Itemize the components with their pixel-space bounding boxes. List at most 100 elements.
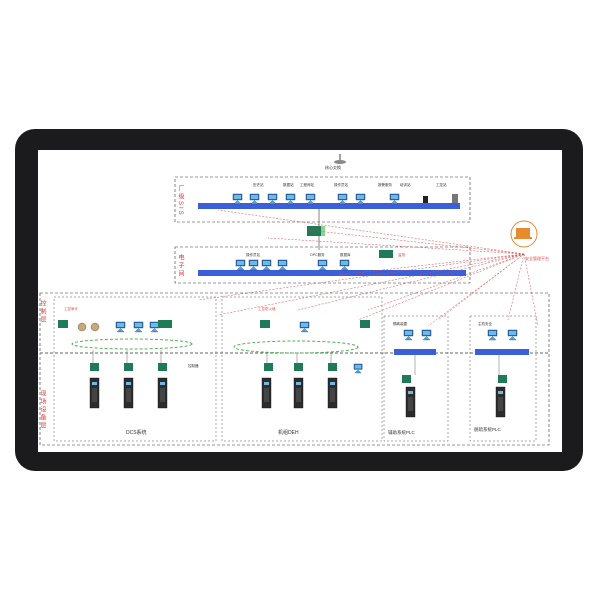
small-tag: 工控防火墙 xyxy=(258,306,276,311)
camera-icon xyxy=(90,322,100,332)
workstation-icon xyxy=(403,329,414,341)
monitoring-link xyxy=(367,253,525,311)
monitoring-link xyxy=(357,253,525,321)
dcs-system-label: DCS系统 xyxy=(126,429,147,436)
network-switch-bar xyxy=(198,203,460,209)
zone-electronics-room-label: 电子间 xyxy=(177,253,184,278)
level1-device-label: 报警服务 xyxy=(378,182,392,187)
level1-device-label: 工控站 xyxy=(436,182,447,187)
security-monitoring-links xyxy=(197,209,539,327)
zone-electronics-room: 电子间 操作员站 OPC服务 数据库 监测 xyxy=(174,246,471,284)
small-tag: 隔离装置 xyxy=(393,321,407,326)
small-tag: 控制器 xyxy=(188,363,199,368)
dcs-ring-network xyxy=(71,338,193,350)
monitoring-link xyxy=(307,229,525,255)
level1-device-label: 工程师站 xyxy=(300,182,314,187)
small-tag: 主机安全 xyxy=(478,321,492,326)
control-layer-frame xyxy=(39,292,550,354)
workstation-icon xyxy=(249,193,260,205)
workstation-icon xyxy=(261,259,272,271)
workstation-icon xyxy=(299,321,310,333)
monitoring-link xyxy=(217,253,525,316)
monitoring-link xyxy=(523,253,539,327)
workstation-icon xyxy=(115,321,126,333)
workstation-icon xyxy=(232,193,243,205)
monitoring-link xyxy=(267,237,525,255)
monitoring-link xyxy=(427,253,525,327)
workstation-icon xyxy=(235,259,246,271)
workstation-icon xyxy=(339,259,350,271)
security-module xyxy=(402,375,411,383)
security-module xyxy=(260,320,270,328)
monitor-screen: 核心交换 厂级SIS 历史站数据站工程师站操作员站报警服务培训站工控站 电子间 … xyxy=(38,150,562,452)
workstation-icon xyxy=(353,363,363,374)
controller-cabinet xyxy=(261,377,272,409)
monitoring-link xyxy=(507,253,525,321)
level2-device-label: 数据库 xyxy=(340,252,351,257)
controller-cabinet xyxy=(327,377,338,409)
level2-device-label: 操作员站 xyxy=(246,252,260,257)
security-module xyxy=(90,363,99,371)
top-network-node: 核心交换 xyxy=(325,154,346,170)
zone-sis: 厂级SIS 历史站 数据站 工程师站 操作员站 报警服务 培训站 工控站 xyxy=(174,176,471,223)
workstation-icon xyxy=(285,193,296,205)
plc-switch-bar xyxy=(475,349,529,355)
workstation-icon xyxy=(507,329,518,341)
workstation-icon xyxy=(317,259,328,271)
other-plc-label: 脱硫系统PLC xyxy=(474,426,502,433)
security-module xyxy=(58,320,68,328)
workstation-icon xyxy=(267,193,278,205)
workstation-icon xyxy=(133,321,144,333)
deh-frame xyxy=(221,296,383,442)
deh-system-label: 机组DEH xyxy=(278,429,299,436)
level1-device-label: 培训站 xyxy=(400,182,411,187)
workstation-icon xyxy=(355,193,366,205)
aux-plc-frame xyxy=(383,315,449,442)
controller-cabinet xyxy=(293,377,304,409)
level1-device-label: 数据站 xyxy=(283,182,294,187)
monitoring-link xyxy=(437,253,525,321)
small-tag: 工控审计 xyxy=(64,306,78,311)
deh-ring-network xyxy=(233,340,359,354)
workstation-icon xyxy=(277,259,288,271)
network-architecture-diagram: 核心交换 厂级SIS 历史站数据站工程师站操作员站报警服务培训站工控站 电子间 … xyxy=(39,154,550,446)
level2-device-label: OPC服务 xyxy=(310,252,325,257)
dcs-frame xyxy=(53,296,217,442)
workstation-icon xyxy=(305,193,316,205)
zone-sis-label: 厂级SIS xyxy=(177,185,184,217)
security-module xyxy=(124,363,133,371)
controller-cabinet xyxy=(405,386,416,418)
controller-cabinet xyxy=(123,377,134,409)
monitoring-link xyxy=(297,253,525,311)
printer-icon xyxy=(452,194,458,203)
security-module xyxy=(379,250,393,258)
security-module xyxy=(360,320,370,328)
security-gateway xyxy=(307,226,321,236)
camera-icon xyxy=(77,322,87,332)
workstation-icon xyxy=(389,193,400,205)
server-icon xyxy=(423,196,428,203)
workstation-icon xyxy=(421,329,432,341)
workstation-icon xyxy=(487,329,498,341)
security-module xyxy=(158,320,172,328)
plc-switch-bar xyxy=(394,349,436,355)
level1-device-label: 操作员站 xyxy=(334,182,348,187)
security-module xyxy=(158,363,167,371)
workstation-icon xyxy=(337,193,348,205)
workstation-icon xyxy=(149,321,160,333)
controller-cabinet xyxy=(89,377,100,409)
small-tag: 监测 xyxy=(398,252,406,257)
security-module xyxy=(498,375,507,383)
aux-plc-label: 辅助系统PLC xyxy=(388,429,416,436)
level1-device-label: 历史站 xyxy=(253,182,264,187)
security-platform-label: 安全管理平台 xyxy=(525,255,549,261)
security-module xyxy=(264,363,273,371)
controller-cabinet xyxy=(495,386,506,418)
controller-cabinet xyxy=(157,377,168,409)
field-layer-frame xyxy=(39,352,550,446)
monitoring-link xyxy=(197,253,525,301)
network-switch-bar xyxy=(198,270,466,276)
monitoring-link xyxy=(217,209,525,255)
monitoring-link xyxy=(337,253,525,276)
security-platform: 安全管理平台 xyxy=(510,220,549,261)
